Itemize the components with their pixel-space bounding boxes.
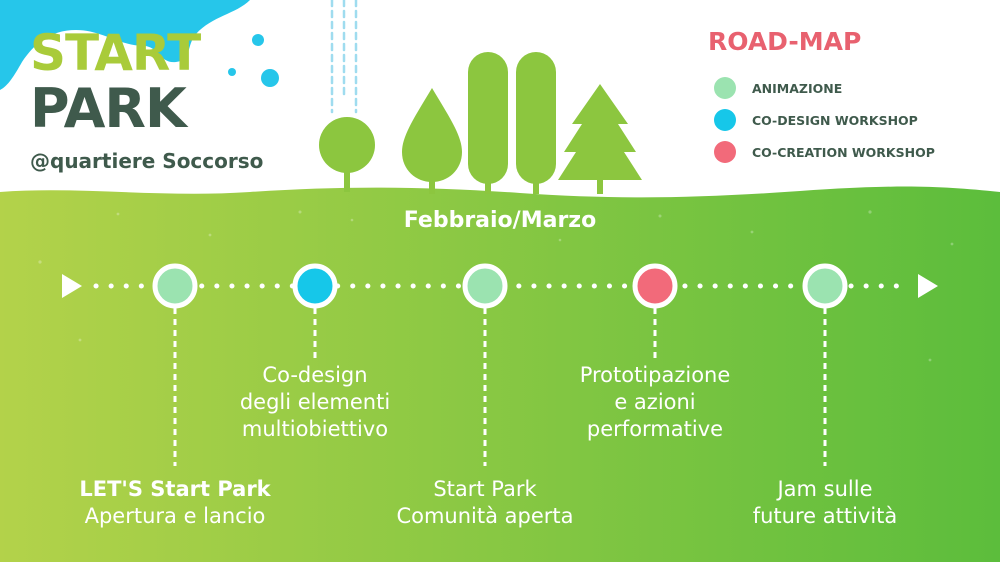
subtitle: @quartiere Soccorso <box>30 149 264 173</box>
legend-label: CO-CREATION WORKSHOP <box>752 144 935 160</box>
legend-dot-icon <box>714 109 736 131</box>
milestone-label-line: e azioni <box>614 390 696 414</box>
water-splash-icon <box>0 0 279 90</box>
milestone-marker <box>632 263 678 309</box>
milestone-marker <box>802 263 848 309</box>
legend-label: ANIMAZIONE <box>752 80 843 96</box>
legend-dot-icon <box>714 141 736 163</box>
title-park: PARK <box>30 77 187 140</box>
timeline-start-arrow-icon <box>62 274 82 298</box>
round-tree-icon <box>319 117 375 173</box>
milestone-label-line: Prototipazione <box>579 363 731 387</box>
title-start: START <box>30 24 201 82</box>
milestone-label: Co-design degli elementi multiobiettivo <box>205 362 425 443</box>
milestone-marker <box>292 263 338 309</box>
period-label: Febbraio/Marzo <box>403 208 597 233</box>
legend-title: ROAD-MAP <box>708 27 862 56</box>
rain-lines-icon <box>330 0 358 114</box>
milestone-label-line: Co-design <box>262 363 368 387</box>
milestone-marker <box>462 263 508 309</box>
milestone-label-line: LET'S Start Park <box>79 477 271 501</box>
timeline <box>62 263 938 466</box>
milestone-label: Prototipazione e azioni performative <box>535 362 775 443</box>
legend-item-co-creation: CO-CREATION WORKSHOP <box>714 140 935 164</box>
milestone-marker <box>152 263 198 309</box>
milestone-label-line: Comunità aperta <box>396 504 574 528</box>
tall-tree-icon <box>516 52 556 184</box>
milestone-label-line: Apertura e lancio <box>84 504 266 528</box>
timeline-end-arrow-icon <box>918 274 938 298</box>
milestone-label-line: degli elementi <box>239 390 391 414</box>
milestone-label-line: future attività <box>752 504 898 528</box>
milestone-label-line: Start Park <box>433 477 537 501</box>
legend-label: CO-DESIGN WORKSHOP <box>752 112 918 128</box>
legend-item-animazione: ANIMAZIONE <box>714 76 842 100</box>
teardrop-tree-icon <box>402 88 462 182</box>
trees-illustration <box>319 52 642 194</box>
tall-tree-icon <box>468 52 508 184</box>
milestone-label: Start Park Comunità aperta <box>355 476 615 530</box>
legend-dot-icon <box>714 77 736 99</box>
milestone-label: LET'S Start Park Apertura e lancio <box>45 476 305 530</box>
legend-item-co-design: CO-DESIGN WORKSHOP <box>714 108 918 132</box>
pine-tree-icon <box>558 84 642 180</box>
milestone-label-line: performative <box>586 417 724 441</box>
milestone-label: Jam sulle future attività <box>705 476 945 530</box>
milestone-label-line: Jam sulle <box>777 477 873 501</box>
milestone-label-line: multiobiettivo <box>241 417 389 441</box>
